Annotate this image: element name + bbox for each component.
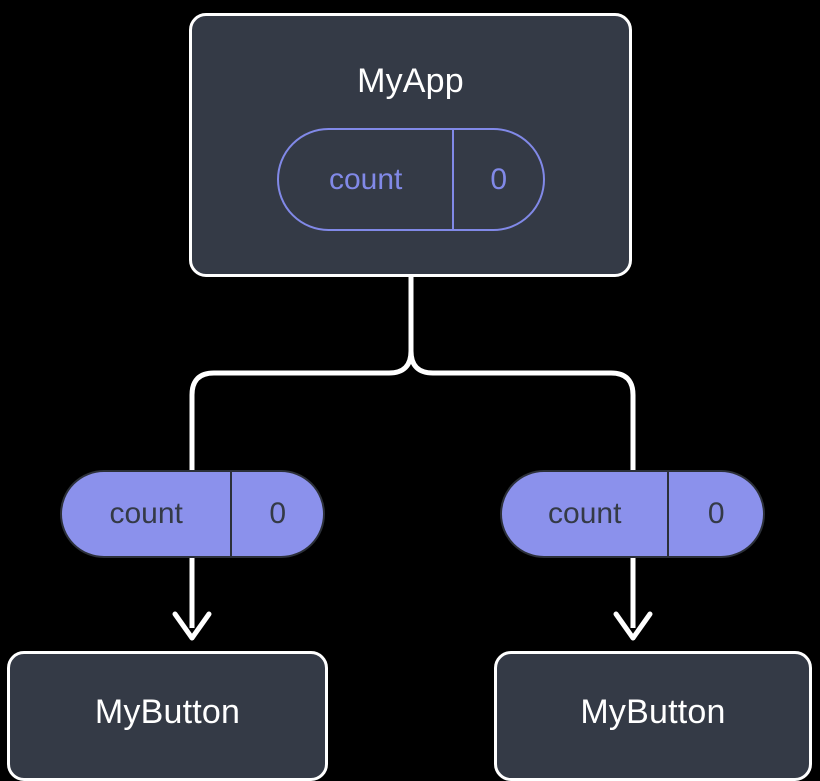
component-box-mybutton-left[interactable]: MyButton (7, 651, 328, 781)
props-pill-value: 0 (269, 497, 287, 530)
props-pill-key: count (502, 472, 670, 556)
component-title-mybutton: MyButton (94, 692, 241, 731)
component-title-myapp: MyApp (357, 62, 464, 100)
connector-branch-path-left (189, 274, 414, 473)
props-pill-key: count (62, 472, 233, 556)
connector-branch-path (408, 274, 636, 473)
props-pill-right[interactable]: count 0 (500, 470, 765, 558)
state-pill-value: 0 (490, 162, 508, 196)
props-pill-value: 0 (707, 497, 725, 530)
component-title-mybutton: MyButton (580, 692, 726, 731)
props-pill-left[interactable]: count 0 (60, 470, 325, 558)
arrow-head-left (172, 611, 212, 641)
component-box-mybutton-right[interactable]: MyButton (494, 651, 812, 781)
state-pill-myapp[interactable]: count 0 (277, 128, 545, 231)
state-pill-key: count (279, 130, 455, 229)
component-box-myapp[interactable]: MyApp (189, 13, 632, 277)
arrow-head-right (613, 611, 653, 641)
